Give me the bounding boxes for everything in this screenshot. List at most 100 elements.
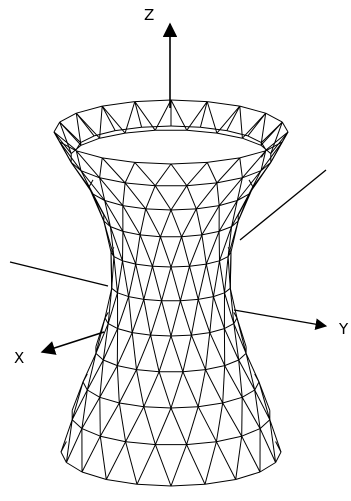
mesh-edge (101, 105, 126, 134)
mesh-edge (209, 296, 214, 333)
mesh-edge (103, 220, 115, 257)
mesh-edge (206, 101, 218, 134)
mesh-edge (135, 263, 145, 300)
mesh-edge (254, 389, 271, 420)
mesh-ring-edge (241, 389, 255, 398)
mesh-edge (201, 234, 207, 265)
mesh-edge (150, 300, 163, 336)
mesh-edge (122, 260, 130, 297)
mesh-ring-edge (170, 406, 199, 409)
mesh-edge (270, 121, 283, 154)
mesh-edge (136, 444, 156, 485)
mesh-ring-edge (53, 121, 61, 133)
mesh-edge (259, 428, 277, 463)
mesh-edge (190, 299, 199, 336)
mesh-ring-edge (117, 292, 129, 298)
mesh-edge (216, 157, 241, 184)
mesh-ring-edge (110, 226, 124, 232)
mesh-ring-edge (122, 205, 146, 210)
mesh-edge (186, 185, 197, 210)
mesh-edge (212, 296, 225, 329)
mesh-edge (154, 407, 172, 445)
mesh-ring-edge (80, 137, 100, 146)
mesh-edge (122, 205, 141, 236)
mesh-edge (109, 226, 123, 261)
mesh-edge (107, 292, 118, 324)
mesh-edge (131, 299, 145, 333)
mesh-edge (204, 441, 217, 485)
mesh-inner-edge (260, 149, 267, 158)
mesh-inner-edge (200, 126, 227, 132)
mesh-edge (181, 208, 197, 238)
mesh-edge (170, 209, 183, 237)
mesh-edge (139, 234, 153, 267)
mesh-ring-edge (186, 441, 217, 446)
mesh-edge (101, 157, 126, 184)
mesh-edge (216, 182, 220, 206)
mesh-ring-edge (125, 182, 156, 187)
mesh-edge (95, 317, 106, 354)
mesh-ring-edge (100, 435, 126, 443)
mesh-inner-edge (265, 131, 289, 151)
mesh-edge (117, 260, 123, 293)
mesh-edge (269, 419, 282, 453)
mesh-ring-edge (186, 182, 217, 187)
mesh-ring-edge (224, 359, 239, 367)
mesh-edge (152, 266, 163, 301)
mesh-ring-edge (181, 234, 202, 238)
mesh-edge (159, 236, 172, 268)
mesh-edge (197, 263, 207, 300)
mesh-edge (239, 106, 243, 139)
mesh-edge (241, 397, 261, 429)
mesh-ring-edge (143, 298, 162, 302)
mesh-edge (170, 335, 184, 372)
mesh-edge (229, 288, 238, 319)
mesh-edge (223, 328, 240, 361)
mesh-ring-edge (191, 332, 210, 336)
mesh-ring-edge (206, 260, 220, 265)
mesh-edge (134, 162, 156, 187)
mesh-edge (158, 335, 172, 372)
mesh-edge (122, 182, 126, 206)
mesh-ring-edge (81, 428, 101, 437)
mesh-edge (154, 185, 172, 211)
mesh-edge (170, 236, 183, 268)
mesh-edge (182, 334, 192, 372)
mesh-ring-edge (104, 200, 123, 207)
mesh-ring-edge (259, 419, 271, 429)
mesh-edge (124, 162, 136, 184)
mesh-inner-edge (80, 135, 95, 144)
mesh-edge (170, 266, 181, 301)
mesh-edge (241, 397, 243, 437)
mesh-ring-edge (145, 208, 172, 211)
mesh-edge (60, 419, 73, 453)
mesh-ring-edge (241, 428, 261, 437)
mesh-edge (102, 323, 109, 361)
mesh-ring-edge (59, 112, 77, 123)
mesh-ring-edge (216, 132, 243, 139)
mesh-edge (53, 131, 72, 163)
mesh-ring-edge (224, 323, 235, 330)
mesh-edge (59, 121, 72, 154)
mesh-edge (136, 369, 145, 407)
mesh-ring-edge (170, 483, 206, 487)
mesh-ring-edge (135, 263, 153, 267)
mesh-ring-edge (231, 220, 239, 227)
mesh-ring-edge (170, 99, 208, 103)
mesh-edge (186, 406, 199, 445)
mesh-inner-edge (226, 130, 249, 137)
mesh-ring-edge (76, 105, 103, 114)
mesh-ring-edge (136, 369, 160, 373)
mesh-ring-edge (134, 99, 172, 103)
mesh-ring-edge (82, 381, 88, 391)
mesh-edge (245, 353, 256, 391)
mesh-ring-edge (99, 132, 126, 139)
mesh-ring-edge (207, 101, 240, 107)
mesh-edge (182, 371, 199, 407)
mesh-inner-edge (134, 101, 143, 128)
mesh-edge (53, 131, 72, 154)
mesh-edge (170, 300, 181, 337)
mesh-inner-edge (247, 112, 267, 137)
mesh-edge (170, 163, 188, 186)
mesh-edge (230, 220, 239, 253)
